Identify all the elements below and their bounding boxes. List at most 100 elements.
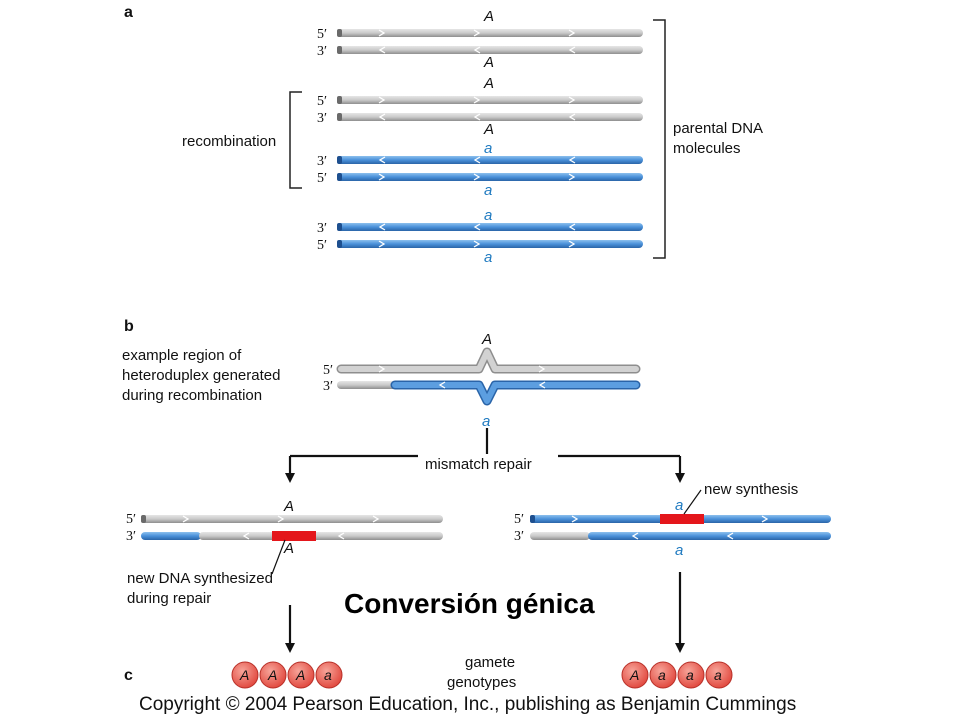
strand-end-label: 5′ — [126, 512, 136, 527]
dna-strand — [337, 96, 643, 104]
allele-label: a — [484, 140, 492, 157]
strand-chevron — [726, 532, 734, 540]
panel-a-strands: 5′3′AA5′3′AA3′5′aa3′5′aa — [317, 8, 643, 266]
dna-strand-chevron — [378, 46, 386, 54]
repaired-left-top-chevron — [372, 515, 380, 523]
repair-pointer — [271, 539, 286, 575]
dna-strand-chevron — [473, 29, 481, 37]
dna-strand-cap — [337, 46, 342, 54]
heteroduplex-label-line2: heteroduplex generated — [122, 367, 280, 384]
gamete-circle — [315, 661, 343, 689]
strand-end-label: 5′ — [317, 27, 327, 42]
dna-strand-cap — [337, 240, 342, 248]
heteroduplex-bottom-strand — [392, 382, 639, 404]
strand-end-label: 5′ — [317, 238, 327, 253]
allele-label: A — [283, 498, 294, 515]
conversion-title: Conversión génica — [344, 588, 595, 619]
mismatch-label-bg — [418, 454, 558, 474]
strand-end-label: 3′ — [126, 529, 136, 544]
repaired-strands: 5′3′AA5′3′aa — [126, 497, 831, 559]
dna-strand-chevron — [378, 29, 386, 37]
strand-end-label: 5′ — [317, 94, 327, 109]
strand-chevron — [631, 532, 639, 540]
gamete-label-line2: genotypes — [447, 674, 516, 691]
gamete-label-line1: gamete — [465, 654, 515, 671]
strand-chevron — [438, 381, 446, 389]
dna-strand-cap — [337, 96, 342, 104]
allele-label: A — [481, 331, 492, 348]
strand-end-label: 3′ — [317, 154, 327, 169]
dna-strand-chevron — [378, 173, 386, 181]
recombination-bracket — [289, 91, 302, 189]
repaired-left-bottom-gray — [199, 532, 443, 540]
strand-chevron — [378, 365, 386, 373]
heteroduplex-bottom-gray — [337, 381, 397, 389]
new-synthesis-pointer — [683, 489, 702, 515]
strand-end-label: 3′ — [317, 221, 327, 236]
strand-end-label: 3′ — [317, 44, 327, 59]
dna-strand-chevron — [378, 240, 386, 248]
mismatch-repair-branch — [290, 428, 680, 458]
allele-label: a — [484, 182, 492, 199]
parental-label-line1: parental DNA — [673, 120, 763, 137]
dna-strand-cap — [337, 173, 342, 181]
gamete-circle — [705, 661, 733, 689]
gamete-genotype: a — [714, 667, 722, 683]
allele-label: A — [283, 540, 294, 557]
strand-end-label: 5′ — [323, 363, 333, 378]
strand-chevron — [538, 381, 546, 389]
dna-strand-chevron — [473, 113, 481, 121]
gamete-genotype: a — [658, 667, 666, 683]
heteroduplex-strands: 5′3′ Aa — [323, 331, 641, 430]
gamete-circle — [621, 661, 649, 689]
dna-strand — [337, 223, 643, 231]
strand-end-label: 3′ — [323, 379, 333, 394]
strand-end-label: 3′ — [514, 529, 524, 544]
allele-label: a — [484, 249, 492, 266]
dna-strand — [337, 113, 643, 121]
dna-strand-chevron — [568, 113, 576, 121]
dna-strand-chevron — [568, 173, 576, 181]
panel-c-label: c — [124, 667, 133, 684]
repaired-left-top-chevron — [277, 515, 285, 523]
dna-strand-chevron — [473, 223, 481, 231]
dna-strand-chevron — [473, 173, 481, 181]
gamete-genotype: A — [295, 667, 305, 683]
parental-label-line2: molecules — [673, 140, 741, 157]
copyright-notice: Copyright © 2004 Pearson Education, Inc.… — [139, 694, 796, 715]
gamete-circle — [287, 661, 315, 689]
new-synthesis-label: new synthesis — [704, 481, 798, 498]
dna-strand-cap — [337, 156, 342, 164]
heteroduplex-label-line1: example region of — [122, 347, 242, 364]
repaired-left-top — [141, 515, 443, 523]
dna-strand — [337, 46, 643, 54]
allele-label: a — [482, 413, 490, 430]
repair-label-line1: new DNA synthesized — [127, 570, 273, 587]
dna-strand-chevron — [568, 223, 576, 231]
repair-patch-left — [272, 531, 316, 541]
repaired-right-top-chevron — [761, 515, 769, 523]
dna-strand-chevron — [473, 46, 481, 54]
strand-chevron — [337, 532, 345, 540]
mismatch-repair-label: mismatch repair — [425, 456, 532, 473]
dna-strand — [337, 156, 643, 164]
dna-strand-chevron — [568, 156, 576, 164]
allele-label: a — [484, 207, 492, 224]
dna-strand-chevron — [378, 96, 386, 104]
gamete-genotype: A — [629, 667, 639, 683]
gamete-circle — [231, 661, 259, 689]
allele-label: A — [483, 75, 494, 92]
panel-b-label: b — [124, 318, 134, 335]
repaired-right-top-cap — [530, 515, 535, 523]
dna-strand-chevron — [568, 96, 576, 104]
gamete-genotype: A — [239, 667, 249, 683]
recombination-label: recombination — [182, 133, 276, 150]
dna-strand-chevron — [378, 113, 386, 121]
gamete-genotype: A — [267, 667, 277, 683]
dna-strand-chevron — [378, 223, 386, 231]
dna-strand-chevron — [473, 240, 481, 248]
strand-end-label: 3′ — [317, 111, 327, 126]
dna-strand-chevron — [568, 46, 576, 54]
